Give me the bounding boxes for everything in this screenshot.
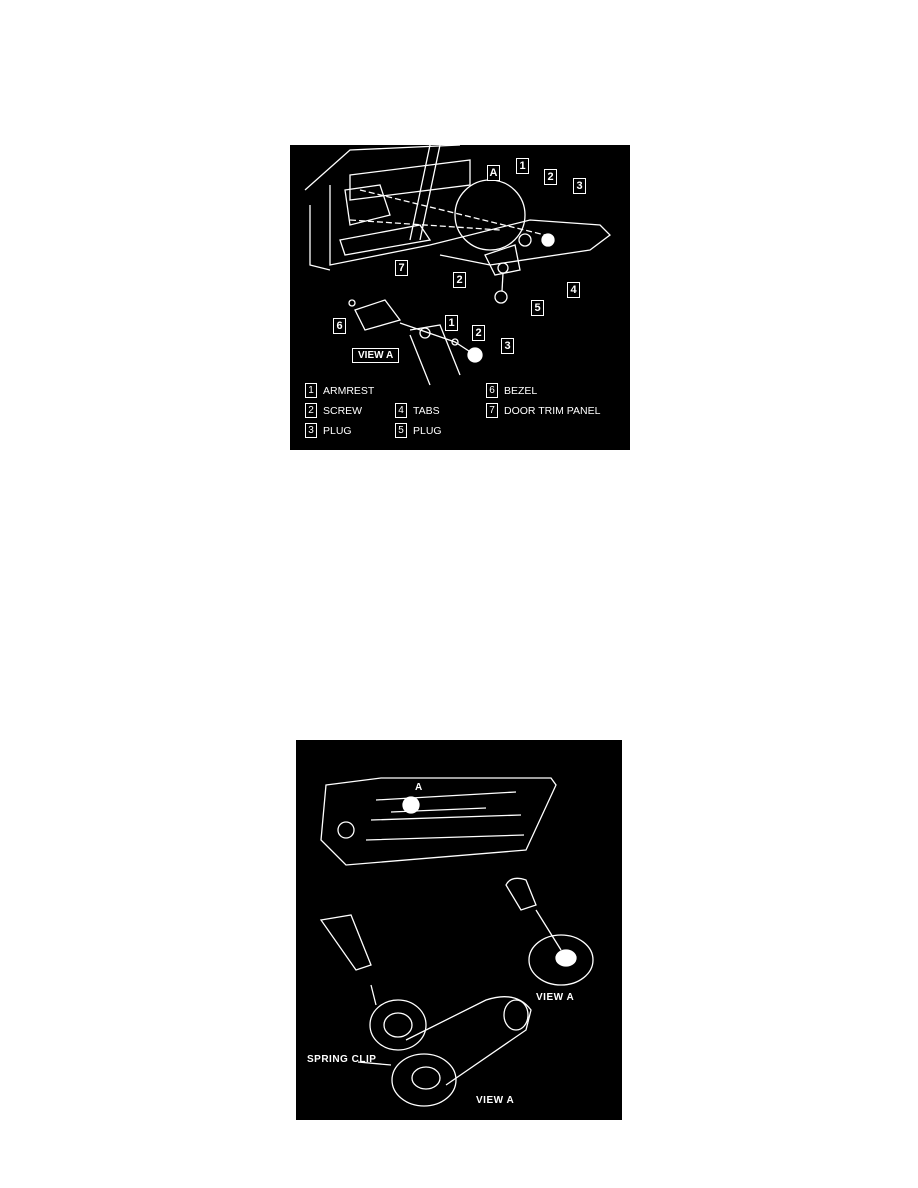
callout-5: 5 [531,300,544,316]
callout-3b: 3 [501,338,514,354]
legend-label: PLUG [323,424,352,437]
legend-label: BEZEL [504,384,538,397]
door-trim-line-art [304,145,611,386]
legend-num: 2 [305,403,317,418]
callout-2c: 2 [472,325,485,341]
legend-label: ARMREST [323,384,375,397]
legend-num: 4 [395,403,407,418]
legend-num: 7 [486,403,498,418]
legend-item: 3 PLUG [305,423,352,438]
view-a-label: VIEW A [352,348,400,363]
legend-item: 7 DOOR TRIM PANEL [486,403,600,418]
legend-item: 2 SCREW [305,403,362,418]
door-handle-line-art [319,777,594,1107]
view-a-marker: A [487,165,500,181]
detail-a-label: A [415,782,423,793]
callout-4: 4 [567,282,580,298]
legend-label: TABS [413,404,440,417]
window-handle-diagram: A SPRING CLIP VIEW A VIEW A [296,740,622,1120]
callout-2: 2 [544,169,557,185]
callout-1b: 1 [445,315,458,331]
legend-num: 6 [486,383,498,398]
callout-1: 1 [516,158,529,174]
callout-7: 7 [395,260,408,276]
callout-6: 6 [333,318,346,334]
callout-3: 3 [573,178,586,194]
view-a-label-lower: VIEW A [476,1095,515,1106]
legend-item: 1 ARMREST [305,383,374,398]
legend-label: SCREW [323,404,363,417]
callout-2b: 2 [453,272,466,288]
legend-item: 5 PLUG [395,423,442,438]
legend-label: PLUG [413,424,442,437]
legend-num: 1 [305,383,317,398]
view-a-label-upper: VIEW A [536,992,575,1003]
legend-item: 6 BEZEL [486,383,537,398]
legend-label: DOOR TRIM PANEL [504,404,601,417]
legend-num: 3 [305,423,317,438]
legend-num: 5 [395,423,407,438]
legend-item: 4 TABS [395,403,440,418]
spring-clip-label: SPRING CLIP [307,1054,377,1065]
